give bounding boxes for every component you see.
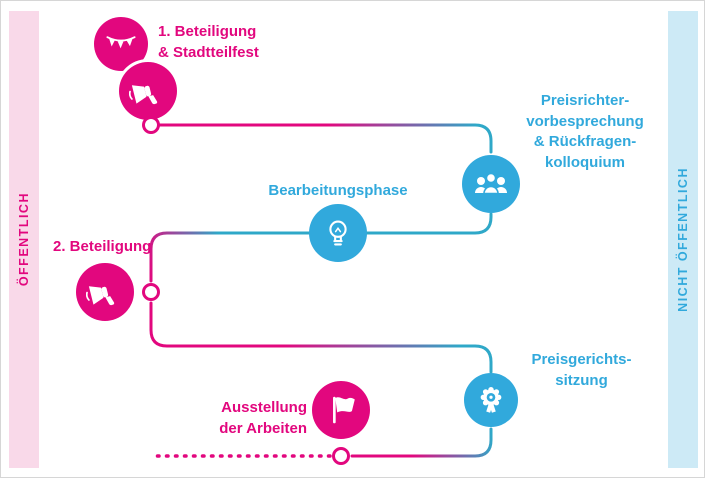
megaphone-icon	[129, 85, 158, 105]
label-beteiligung1: 1. Beteiligung & Stadtteilfest	[158, 23, 259, 61]
label-bearbeitung: Bearbeitungsphase	[268, 182, 408, 199]
label-ausstellung: Ausstellung der Arbeiten	[219, 399, 307, 437]
flow-segment-3	[149, 301, 493, 374]
flow-segment-4	[350, 427, 493, 458]
flag-icon	[333, 396, 355, 424]
step-circle-beteiligung1	[119, 62, 177, 120]
milestone-node-3	[332, 447, 350, 465]
megaphone-icon	[86, 286, 115, 306]
bunting-icon	[106, 36, 136, 49]
lightbulb-icon	[329, 220, 347, 246]
step-circle-preisgericht	[464, 373, 518, 427]
jury-icon	[475, 172, 507, 195]
flow-segment-1	[151, 123, 493, 154]
public-sidebar: ÖFFENTLICH	[9, 11, 39, 468]
step-circle-bearbeitung	[309, 204, 367, 262]
milestone-node-1	[142, 116, 160, 134]
step-circle-beteiligung2	[76, 263, 134, 321]
label-preisrichter: Preisrichter- vorbesprechung & Rückfrage…	[526, 92, 644, 172]
step-circle-stadtteilfest	[94, 17, 148, 71]
label-preisgericht: Preisgerichts- sitzung	[531, 351, 632, 389]
label-beteiligung2: 2. Beteiligung	[53, 238, 152, 255]
step-circle-preisrichter	[462, 155, 520, 213]
step-circle-ausstellung	[312, 381, 370, 439]
medal-icon	[480, 386, 502, 413]
non-public-sidebar: NICHT ÖFFENTLICH	[668, 11, 698, 468]
milestone-node-2	[142, 283, 160, 301]
